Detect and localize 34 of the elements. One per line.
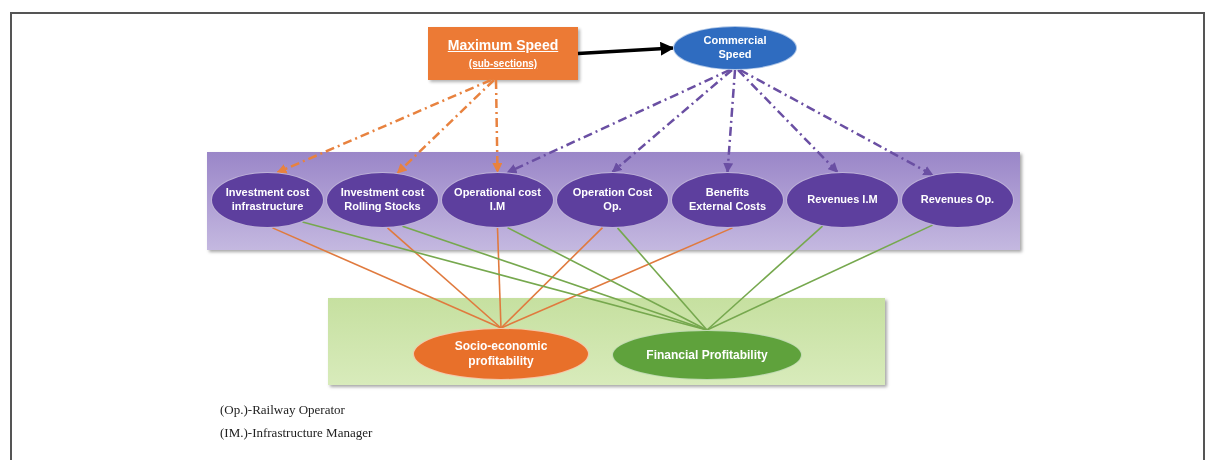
node-label: Revenues Op. <box>919 193 996 207</box>
panel-band <box>207 152 1020 250</box>
panel-band <box>328 298 885 385</box>
node-label: Commercial Speed <box>702 34 768 62</box>
connector-line <box>506 226 708 331</box>
arrow <box>739 68 934 176</box>
arrow <box>611 69 733 173</box>
note-text: (Op.)-Railway Operator <box>220 402 345 418</box>
arrow <box>492 79 503 173</box>
connector-line <box>271 227 502 329</box>
connector-line <box>496 227 502 329</box>
note-text: (IM.)-Infrastructure Manager <box>220 425 373 441</box>
node-label: Investment cost Rolling Stocks <box>339 186 426 214</box>
node-label: Benefits External Costs <box>688 186 767 214</box>
arrow <box>396 79 495 174</box>
arrow <box>737 69 839 173</box>
box-subtitle: (sub-sections) <box>467 57 539 70</box>
node-label: Revenues I.M <box>806 193 879 207</box>
connector-line <box>706 224 934 331</box>
node-label: Financial Profitability <box>645 347 769 363</box>
connector-line <box>616 227 708 331</box>
arrow <box>276 78 492 174</box>
arrow <box>506 68 731 174</box>
node-label: Investment cost infrastructure <box>224 186 311 214</box>
node-label: Operation Cost Op. <box>571 186 654 214</box>
connector-line <box>500 227 734 329</box>
process-box <box>428 27 578 80</box>
arrow <box>723 69 737 173</box>
box-title: Maximum Speed <box>446 37 560 55</box>
node-label: Operational cost I.M <box>453 186 542 214</box>
connector-line <box>500 226 604 329</box>
arrow <box>577 41 675 56</box>
node-label: Socio-economic profitability <box>453 339 549 369</box>
connector-line <box>386 227 502 329</box>
